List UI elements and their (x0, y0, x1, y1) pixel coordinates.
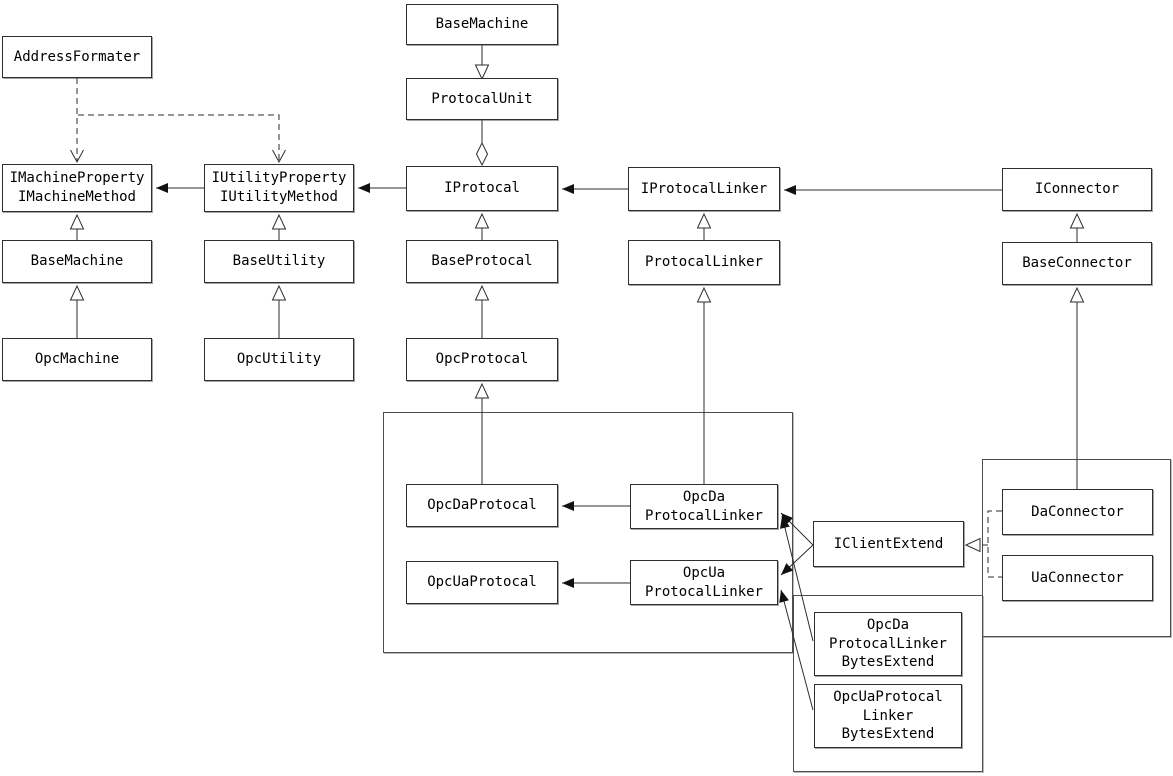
class-box-baseconnector: BaseConnector (1002, 242, 1152, 285)
edge-iclientextend-opcdalinker (780, 512, 814, 546)
class-box-opcutility: OpcUtility (204, 338, 354, 381)
class-box-opcuaprotocallinker: OpcUa ProtocalLinker (630, 560, 778, 605)
class-box-baseprotocal: BaseProtocal (406, 240, 558, 283)
class-box-protocalunit: ProtocalUnit (406, 78, 558, 120)
interface-box-iutilityproperty: IUtilityProperty IUtilityMethod (204, 164, 354, 212)
class-box-addressformater: AddressFormater (2, 36, 152, 78)
class-box-opcdaprotocallinker: OpcDa ProtocalLinker (630, 484, 778, 529)
interface-box-iprotocallinker: IProtocalLinker (628, 167, 780, 211)
class-box-opcuaprotocallinkerbytesextend: OpcUaProtocal Linker BytesExtend (814, 684, 962, 748)
class-box-basemachine-top: BaseMachine (406, 4, 558, 45)
class-box-opcdaprotocallinkerbytesextend: OpcDa ProtocalLinker BytesExtend (814, 612, 962, 676)
class-box-opcuaprotocal: OpcUaProtocal (406, 561, 558, 604)
class-box-baseutility: BaseUtility (204, 240, 354, 283)
class-box-opcdaprotocal: OpcDaProtocal (406, 484, 558, 527)
group-box-opc-protocal-linker-variants (383, 412, 793, 653)
interface-box-imachineproperty: IMachineProperty IMachineMethod (2, 164, 152, 212)
edge-addressformater-iutility-dashed (78, 114, 286, 164)
class-box-protocallinker: ProtocalLinker (628, 240, 780, 285)
class-box-opcmachine: OpcMachine (2, 338, 152, 381)
edge-connectors-iclientextend-dashed (964, 510, 1002, 578)
interface-box-iprotocal: IProtocal (406, 166, 558, 211)
interface-box-iconnector: IConnector (1002, 168, 1152, 211)
class-box-daconnector: DaConnector (1002, 489, 1153, 535)
class-box-basemachine: BaseMachine (2, 240, 152, 283)
edge-opcdabytesextend-opcdalinker (780, 515, 814, 642)
class-box-uaconnector: UaConnector (1002, 555, 1153, 601)
edge-opcuabytesextend-opcualinker (779, 589, 814, 711)
interface-box-iclientextend: IClientExtend (813, 521, 964, 567)
group-box-bytes-extend (793, 595, 983, 772)
edge-iclientextend-opcualinker (780, 544, 814, 576)
class-box-opcprotocal: OpcProtocal (406, 338, 558, 381)
